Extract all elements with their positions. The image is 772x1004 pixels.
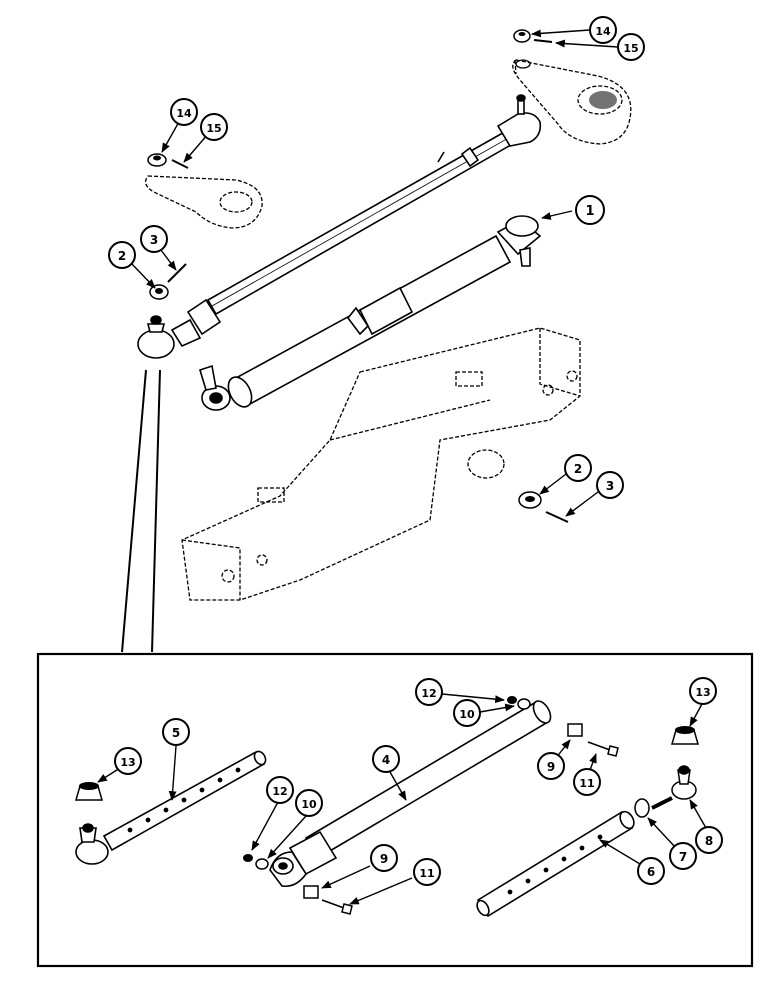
callout-14-left: 14 — [161, 98, 198, 153]
callout-14-right-label: 14 — [595, 25, 611, 38]
callout-14-left-label: 14 — [176, 107, 192, 120]
callout-13-right-label: 13 — [695, 686, 710, 699]
pin-15-left — [171, 159, 189, 169]
callout-15-right-label: 15 — [623, 42, 638, 55]
callout-9-lower: 9 — [321, 844, 398, 889]
callout-11-upper-label: 11 — [579, 777, 594, 790]
callout-3-lower-label: 3 — [606, 479, 614, 493]
steering-cylinder — [199, 215, 542, 411]
callout-2-lower-label: 2 — [574, 462, 582, 476]
callout-3-lower: 3 — [565, 471, 624, 517]
callout-1: 1 — [541, 195, 605, 225]
callout-10-center-label: 10 — [301, 798, 317, 811]
castle-nut-2-right — [518, 491, 542, 509]
callout-11-lower: 11 — [349, 858, 441, 905]
part-6-tube-right — [476, 810, 635, 918]
steering-arm-left — [144, 175, 263, 229]
callout-7: 7 — [647, 817, 697, 870]
callout-12-center-label: 12 — [272, 785, 287, 798]
callout-9-upper: 9 — [537, 739, 571, 780]
callout-8: 8 — [689, 799, 723, 854]
callout-3-upper: 3 — [140, 225, 177, 271]
clamp-9-upper — [567, 723, 583, 737]
callout-12-upper: 12 — [415, 678, 505, 706]
callout-11-upper: 11 — [573, 753, 601, 796]
cotter-pin-3-right — [545, 511, 569, 523]
nut-14-left — [147, 153, 167, 167]
callout-12-center: 12 — [251, 776, 294, 851]
callout-2-lower: 2 — [539, 454, 592, 495]
callout-11-lower-label: 11 — [419, 867, 434, 880]
steering-arm-right — [512, 59, 632, 145]
callout-7-label: 7 — [679, 850, 687, 864]
nut-13-right — [671, 726, 699, 745]
cotter-pin-3-left — [167, 263, 187, 283]
part-5-tube-left — [75, 750, 267, 865]
callout-14-right: 14 — [531, 16, 617, 44]
callout-10-upper: 10 — [453, 699, 515, 727]
nut-12-upper — [507, 696, 517, 704]
callout-15-left: 15 — [183, 113, 228, 163]
pin-15-right — [533, 39, 553, 43]
callout-13-left: 13 — [97, 747, 142, 783]
callout-5-label: 5 — [172, 726, 180, 740]
ball-joint-upper-right — [496, 94, 542, 147]
callout-9-lower-label: 9 — [380, 852, 388, 866]
tie-rod-upper — [186, 128, 518, 336]
clamp-9-lower — [303, 885, 319, 899]
callout-2-upper: 2 — [108, 241, 156, 289]
callout-1-label: 1 — [585, 204, 594, 219]
callout-15-right: 15 — [555, 33, 645, 61]
callout-10-upper-label: 10 — [459, 708, 475, 721]
bolt-11-upper — [587, 741, 619, 757]
callout-9-upper-label: 9 — [547, 760, 555, 774]
steering-arm-right-shade — [515, 59, 617, 109]
ball-joint-upper-left — [137, 315, 202, 359]
callout-12-upper-label: 12 — [421, 687, 436, 700]
callout-3-upper-label: 3 — [150, 233, 158, 247]
callout-10-center: 10 — [267, 789, 323, 859]
callout-2-upper-label: 2 — [118, 249, 126, 263]
callout-4-label: 4 — [382, 753, 390, 767]
nut-14-right — [513, 29, 531, 43]
detail-leader-lines — [121, 369, 161, 653]
callout-13-right: 13 — [689, 677, 717, 727]
callout-6-label: 6 — [647, 865, 655, 879]
callout-13-left-label: 13 — [120, 756, 135, 769]
jam-nut-7 — [634, 798, 650, 818]
callout-5: 5 — [162, 718, 190, 801]
callout-8-label: 8 — [705, 834, 713, 848]
ball-joint-8 — [651, 765, 697, 810]
callout-6: 6 — [599, 839, 665, 885]
castle-nut-2-left — [149, 284, 169, 300]
nut-13-left — [75, 782, 103, 801]
part-4-tube-center — [269, 700, 552, 888]
nut-12-center — [243, 854, 253, 862]
axle-beam — [181, 327, 581, 601]
bolt-11-lower — [321, 899, 353, 915]
callout-4: 4 — [372, 745, 407, 801]
detail-box — [36, 652, 754, 968]
nut-10-upper — [517, 698, 531, 710]
nut-10-center — [255, 858, 269, 870]
callout-15-left-label: 15 — [206, 122, 221, 135]
